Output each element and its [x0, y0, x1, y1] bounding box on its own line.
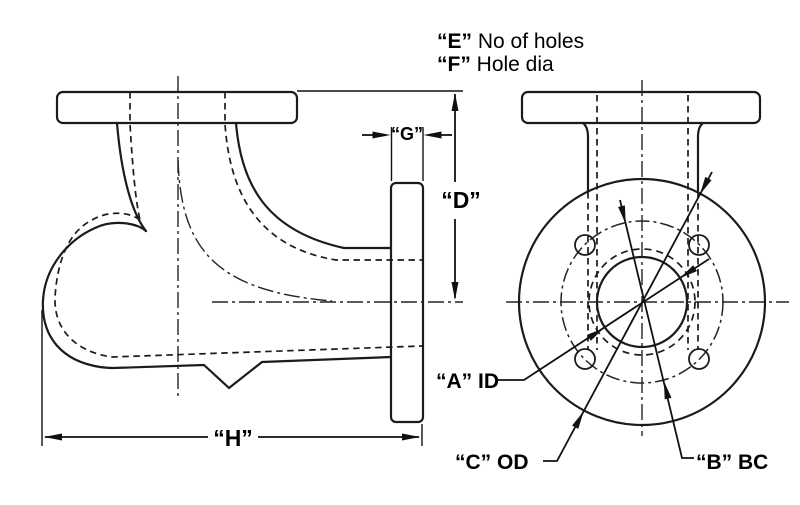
dimension-h-arrowhead-right — [402, 433, 420, 441]
dimension-d-label: “D” — [441, 187, 481, 213]
bolt-hole-bottom-left — [574, 348, 596, 370]
top-flange-front-view — [520, 90, 762, 125]
callout-c-label: “C” OD — [455, 451, 529, 474]
bolt-hole-top-left — [574, 234, 596, 256]
note-f-text: Hole dia — [471, 53, 554, 76]
note-f-hole-dia: “F” Hole dia — [437, 53, 554, 76]
dimension-h-arrowhead-left — [44, 433, 62, 441]
bolt-hole-bottom-right — [688, 348, 710, 370]
dimension-g-arrowhead-left — [372, 131, 391, 139]
callout-b-arrowhead-upper — [618, 205, 626, 224]
left-pipe-inner-wall-hidden — [129, 92, 141, 221]
dimension-d: “D” — [297, 90, 481, 300]
note-e-holes: “E” No of holes — [437, 30, 584, 53]
callout-b-leader-line — [619, 199, 694, 459]
side-view-elbow — [41, 76, 463, 424]
vertical-pipe-left-wall — [115, 121, 148, 233]
callout-a-arrowhead-lower — [587, 328, 604, 341]
note-e-letter: “E” — [437, 30, 472, 53]
note-e-text: No of holes — [472, 30, 584, 53]
dimension-g: “G” — [362, 124, 452, 181]
callout-a-leader-line — [498, 258, 710, 381]
right-pipe-inner-wall-hidden — [224, 92, 422, 261]
inner-diameter-circle — [595, 255, 689, 349]
hub-hidden-circle — [588, 248, 696, 356]
dimension-h-label: “H” — [213, 425, 253, 451]
outlet-flange-side-view — [389, 181, 425, 424]
vertical-pipe-right-wall-sweep — [234, 121, 393, 250]
elbow-body-outline — [41, 221, 393, 390]
bolt-hole-top-right — [688, 234, 710, 256]
note-f-letter: “F” — [437, 53, 471, 76]
callout-c-arrowhead-upper — [699, 176, 712, 195]
callout-c-leader-line — [543, 171, 713, 462]
flange-outer-diameter-circle — [517, 177, 767, 427]
dimension-g-arrowhead-right — [423, 131, 442, 139]
callout-a-label: “A” ID — [436, 370, 499, 393]
riser-right-wall — [696, 121, 705, 194]
callout-leaders — [498, 171, 713, 462]
callout-c-arrowhead-lower — [572, 411, 584, 429]
dimension-h: “H” — [41, 310, 423, 451]
bolt-circle — [560, 220, 724, 384]
dimension-d-arrowhead-bottom — [451, 282, 459, 300]
annotation-text: “E” No of holes “F” Hole dia “A” ID “C” … — [436, 30, 768, 474]
callout-b-arrowhead-lower — [663, 381, 672, 400]
dimension-g-label: “G” — [391, 124, 423, 144]
top-flange-side-view — [55, 90, 299, 125]
callout-a-arrowhead-upper — [680, 265, 697, 278]
side-view-bend-centerline — [177, 159, 333, 302]
callout-b-label: “B” BC — [696, 451, 768, 474]
dimension-d-arrowhead-top — [451, 93, 459, 111]
bulb-inner-wall-hidden — [54, 212, 423, 358]
front-view-flange — [506, 80, 789, 436]
riser-left-wall — [581, 121, 590, 194]
